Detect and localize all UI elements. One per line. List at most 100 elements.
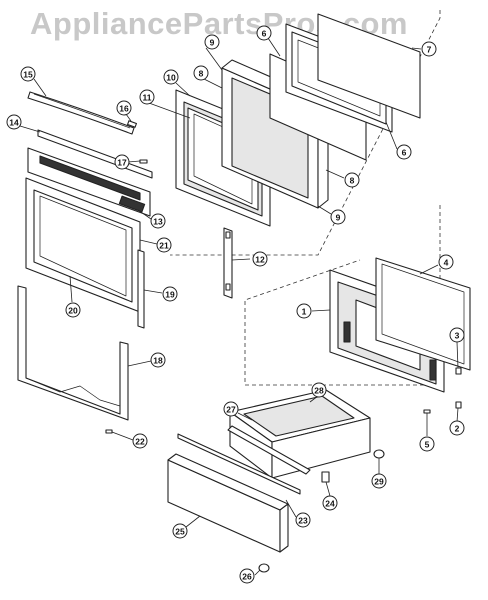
callout-label: 23	[298, 516, 308, 526]
callout-15[interactable]: 15	[20, 66, 36, 82]
callout-12[interactable]: 12	[252, 251, 268, 267]
callout-circle	[193, 65, 209, 81]
callout-circle	[172, 523, 188, 539]
callout-label: 11	[143, 93, 152, 103]
callout-28[interactable]: 28	[311, 382, 327, 398]
callout-5[interactable]: 5	[419, 436, 435, 452]
callout-23[interactable]: 23	[295, 512, 311, 528]
callout-label: 7	[427, 45, 432, 55]
drawer-front-trim[interactable]	[177, 433, 301, 495]
liner-screw[interactable]	[105, 429, 113, 434]
callout-circle	[344, 172, 360, 188]
callout-circle	[421, 41, 437, 57]
callout-17[interactable]: 17	[114, 154, 130, 170]
callout-label: 21	[159, 241, 169, 251]
drawer-glide-rail[interactable]	[227, 425, 311, 475]
callout-label: 27	[226, 405, 236, 415]
callout-29[interactable]: 29	[371, 473, 387, 489]
callout-circle	[223, 401, 239, 417]
leveling-foot[interactable]	[258, 563, 270, 573]
callout-9[interactable]: 9	[330, 209, 346, 225]
callout-11[interactable]: 11	[139, 89, 155, 105]
callout-21[interactable]: 21	[156, 237, 172, 253]
door-vent-panel[interactable]	[27, 147, 151, 217]
callout-16[interactable]: 16	[116, 100, 132, 116]
door-gasket[interactable]	[375, 257, 471, 371]
drawer-glide-clip[interactable]	[321, 471, 330, 483]
callout-circle	[116, 100, 132, 116]
callout-4[interactable]: 4	[438, 254, 454, 270]
callout-2[interactable]: 2	[449, 420, 465, 436]
callout-label: 22	[135, 437, 145, 447]
callout-label: 29	[374, 477, 384, 487]
callout-27[interactable]: 27	[223, 401, 239, 417]
callout-22[interactable]: 22	[132, 433, 148, 449]
callout-1[interactable]: 1	[296, 303, 312, 319]
callout-8[interactable]: 8	[344, 172, 360, 188]
fastener-5[interactable]	[423, 409, 431, 414]
callout-25[interactable]: 25	[172, 523, 188, 539]
callout-label: 17	[117, 158, 127, 168]
callout-label: 1	[302, 307, 307, 317]
callout-circle	[419, 436, 435, 452]
callout-circle	[449, 420, 465, 436]
callout-circle	[150, 213, 166, 229]
callout-6[interactable]: 6	[256, 25, 272, 41]
callout-label: 28	[314, 386, 324, 396]
callout-13[interactable]: 13	[150, 213, 166, 229]
drawer-bumper[interactable]	[373, 449, 385, 459]
callout-8[interactable]: 8	[193, 65, 209, 81]
callout-circle	[256, 25, 272, 41]
callout-label: 24	[325, 499, 335, 509]
fastener-2[interactable]	[455, 401, 462, 409]
callout-label: 12	[255, 255, 265, 265]
callout-label: 20	[68, 306, 78, 316]
callout-10[interactable]: 10	[163, 69, 179, 85]
callout-9[interactable]: 9	[204, 34, 220, 50]
outer-door-glass[interactable]	[317, 13, 421, 119]
callout-24[interactable]: 24	[322, 495, 338, 511]
callout-label: 26	[242, 572, 252, 582]
callout-label: 8	[350, 176, 355, 186]
callout-circle	[204, 34, 220, 50]
door-side-trim[interactable]	[137, 249, 145, 329]
callout-label: 13	[153, 217, 163, 227]
callout-label: 19	[165, 290, 175, 300]
door-hinge[interactable]	[223, 227, 233, 299]
callout-6[interactable]: 6	[396, 144, 412, 160]
fastener-3[interactable]	[455, 367, 462, 375]
callout-circle	[330, 209, 346, 225]
drawer-front-panel[interactable]	[167, 453, 289, 553]
leader-lines	[19, 37, 459, 576]
callout-18[interactable]: 18	[150, 352, 166, 368]
callout-bubbles: 1514161713212019182210119867689121432527…	[6, 25, 465, 584]
callout-circle	[20, 66, 36, 82]
trim-screw[interactable]	[139, 159, 148, 164]
callout-20[interactable]: 20	[65, 302, 81, 318]
callout-circle	[295, 512, 311, 528]
handle-screw[interactable]	[127, 120, 137, 128]
callout-label: 9	[210, 38, 215, 48]
callout-circle	[296, 303, 312, 319]
door-liner-frame[interactable]	[17, 285, 129, 421]
callout-26[interactable]: 26	[239, 568, 255, 584]
callout-14[interactable]: 14	[6, 114, 22, 130]
callout-circle	[132, 433, 148, 449]
callout-7[interactable]: 7	[421, 41, 437, 57]
callout-label: 2	[455, 424, 460, 434]
callout-circle	[163, 69, 179, 85]
callout-circle	[449, 327, 465, 343]
callout-label: 10	[166, 73, 176, 83]
callout-label: 16	[119, 104, 129, 114]
callout-circle	[156, 237, 172, 253]
callout-label: 9	[336, 213, 341, 223]
callout-circle	[65, 302, 81, 318]
callout-19[interactable]: 19	[162, 286, 178, 302]
door-handle[interactable]	[27, 91, 135, 135]
callout-circle	[311, 382, 327, 398]
callout-3[interactable]: 3	[449, 327, 465, 343]
callout-circle	[371, 473, 387, 489]
callout-circle	[150, 352, 166, 368]
callout-label: 3	[455, 331, 460, 341]
